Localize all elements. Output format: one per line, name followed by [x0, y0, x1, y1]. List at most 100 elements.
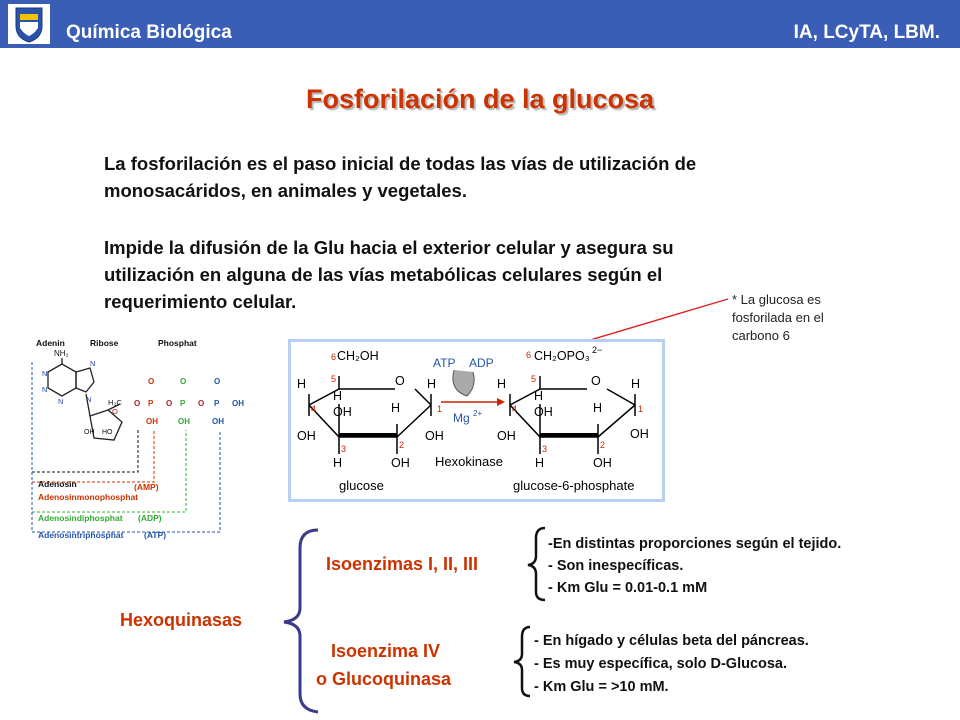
phosphate-oh: OH — [232, 399, 244, 408]
amp-label: Adenosinmonophosphat — [38, 492, 138, 502]
g6p-c2-number: 2 — [600, 440, 605, 450]
nitrogen-label: N — [58, 397, 63, 406]
g6p-ch2opo3: CH₂OPO₃ — [534, 349, 590, 363]
phosphate-oxygen: O — [180, 377, 186, 386]
adenosin-label: Adenosin — [38, 479, 77, 489]
adenin-heading: Adenin — [36, 338, 65, 348]
glucose-ring-oxygen: O — [395, 374, 405, 388]
reaction-diagram: 6 CH₂OH O 5 H OH 4 H OH H H 1 OH 3 2 H O… — [297, 345, 649, 493]
university-logo-icon — [8, 4, 50, 44]
reaction-arrow-head — [497, 398, 505, 406]
g6p-c6-number: 6 — [526, 350, 531, 360]
phosphat-heading: Phosphat — [158, 338, 197, 348]
annotation-note: * La glucosa es fosforilada en el carbon… — [732, 292, 824, 343]
adp-tag: (ADP) — [138, 513, 162, 523]
ribose-ring — [85, 393, 123, 441]
atp-tag: (ATP) — [144, 530, 166, 540]
mg-charge: 2+ — [473, 409, 482, 418]
nh2-group: NH₂ — [54, 349, 69, 358]
g6p-c1-number: 1 — [638, 404, 643, 414]
g6p-oh-label: OH — [593, 456, 612, 470]
isoenzimas-item: -En distintas proporciones según el teji… — [548, 536, 842, 552]
phosphate-chain: O P O OH O P O OH O P O OH OH — [134, 377, 244, 426]
phosphate-oxygen: O — [198, 399, 204, 408]
adenine-rings — [47, 358, 95, 397]
g6p-ring-oxygen: O — [591, 374, 601, 388]
atp-label: Adenosintriphosphat — [38, 530, 124, 540]
glucoquinasa-label: o Glucoquinasa — [316, 669, 452, 689]
product-name: glucose-6-phosphate — [513, 478, 634, 493]
bracket-lines — [31, 362, 221, 533]
glucose-ch2oh: CH₂OH — [337, 349, 379, 363]
g6p-h-label: H — [497, 377, 506, 391]
g6p-h-label: H — [534, 389, 543, 403]
isoenzimas-brace — [527, 526, 546, 602]
glucose-oh-label: OH — [425, 429, 444, 443]
isoenzimas-item: - Km Glu = 0.01-0.1 mM — [548, 580, 708, 596]
phosphate-oxygen: O — [166, 399, 172, 408]
phosphate-oxygen: O — [148, 377, 154, 386]
g6p-h-label: H — [631, 377, 640, 391]
header-bar: Química Biológica IA, LCyTA, LBM. — [0, 0, 960, 48]
glucose-h-label: H — [427, 377, 436, 391]
phosphate-oxygen: O — [214, 377, 220, 386]
hexokinase-reaction-figure: 6 CH₂OH O 5 H OH 4 H OH H H 1 OH 3 2 H O… — [288, 339, 665, 502]
phosphate-oxygen: O — [134, 399, 140, 408]
phosphate-oh: OH — [212, 417, 224, 426]
g6p-charge: 2− — [592, 345, 602, 355]
g6p-c5-number: 5 — [531, 374, 536, 384]
g6p-c3-number: 3 — [542, 444, 547, 454]
glucose-c5-number: 5 — [331, 374, 336, 384]
isoenzimas-item: - Son inespecíficas. — [548, 558, 684, 574]
atp-adp-curved-arrow — [452, 369, 475, 397]
ribose-heading: Ribose — [90, 338, 119, 348]
nitrogen-label: N — [42, 369, 47, 378]
paragraph-function: Impide la difusión de la Glu hacia el ex… — [104, 237, 674, 312]
g6p-oh-label: OH — [534, 405, 553, 419]
ribose-oh: OH — [84, 429, 95, 436]
adp-label: Adenosindiphosphat — [38, 513, 123, 523]
phosphate-p-adp: P — [180, 399, 186, 408]
g6p-h-label: H — [593, 401, 602, 415]
glucose-oh-label: OH — [297, 429, 316, 443]
glucose-c3-number: 3 — [341, 444, 346, 454]
glucose-h-label: H — [333, 389, 342, 403]
nitrogen-label: N — [42, 385, 47, 394]
glucoquinasa-item: - En hígado y células beta del páncreas. — [534, 633, 809, 649]
h2c-group: H₂C — [108, 398, 122, 407]
phosphate-oh: OH — [178, 417, 190, 426]
glucose-h-label: H — [297, 377, 306, 391]
adp-label: ADP — [469, 356, 494, 370]
ribose-ho: HO — [102, 429, 113, 436]
paragraph-intro: La fosforilación es el paso inicial de t… — [104, 153, 697, 201]
enzyme-name: Hexokinase — [435, 454, 503, 469]
phosphate-p-amp: P — [148, 399, 154, 408]
phosphate-oh: OH — [146, 417, 158, 426]
g6p-c4-number: 4 — [512, 404, 517, 414]
course-programs: IA, LCyTA, LBM. — [793, 22, 940, 43]
mg-label: Mg — [453, 411, 470, 425]
atp-label: ATP — [433, 356, 455, 370]
g6p-h-label: H — [535, 456, 544, 470]
glucose-h-label: H — [391, 401, 400, 415]
glucoquinasa-item: - Es muy específica, solo D-Glucosa. — [534, 656, 788, 672]
hexoquinasas-brace — [283, 528, 319, 714]
g6p-oh-label: OH — [630, 427, 649, 441]
glucose-c6-number: 6 — [331, 352, 336, 362]
amp-tag: (AMP) — [134, 482, 159, 492]
glucose-c2-number: 2 — [399, 440, 404, 450]
hexoquinasas-label: Hexoquinasas — [120, 610, 243, 630]
glucose-oh-label: OH — [333, 405, 352, 419]
ribose-oxygen: O — [112, 407, 118, 416]
glucose-h-label: H — [333, 456, 342, 470]
isoenzima-iv-label: Isoenzima IV — [331, 641, 441, 661]
nitrogen-label: N — [90, 359, 95, 368]
glucoquinasa-brace — [513, 625, 531, 698]
nucleotide-diagram: Adenin Ribose Phosphat NH₂ N N N N N O O… — [31, 338, 244, 540]
nitrogen-label: N — [86, 395, 91, 404]
glucose-oh-label: OH — [391, 456, 410, 470]
glucose-c1-number: 1 — [437, 404, 442, 414]
slide-title: Fosforilación de la glucosa — [305, 84, 655, 114]
course-name: Química Biológica — [66, 22, 232, 43]
